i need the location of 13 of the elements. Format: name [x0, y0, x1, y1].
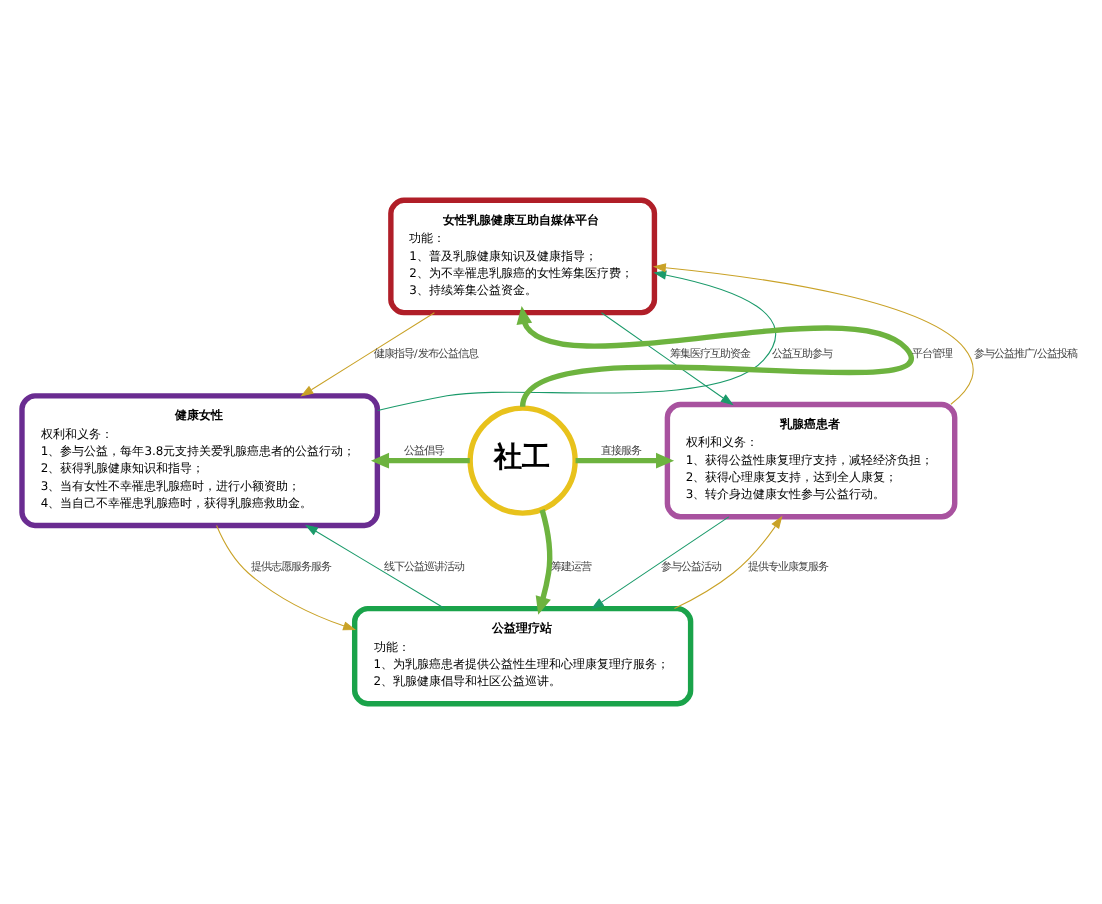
arrow — [300, 312, 435, 397]
arrow — [304, 524, 446, 609]
arrow — [377, 270, 776, 412]
arrow — [535, 509, 553, 615]
arrow — [600, 312, 734, 406]
arrow — [652, 263, 974, 405]
arrow — [516, 306, 912, 408]
arrow — [575, 452, 675, 469]
node-circle: 社工 — [467, 405, 578, 516]
arrow — [370, 452, 470, 469]
arrow — [673, 515, 783, 610]
arrow — [590, 516, 730, 610]
arrow — [216, 525, 357, 631]
